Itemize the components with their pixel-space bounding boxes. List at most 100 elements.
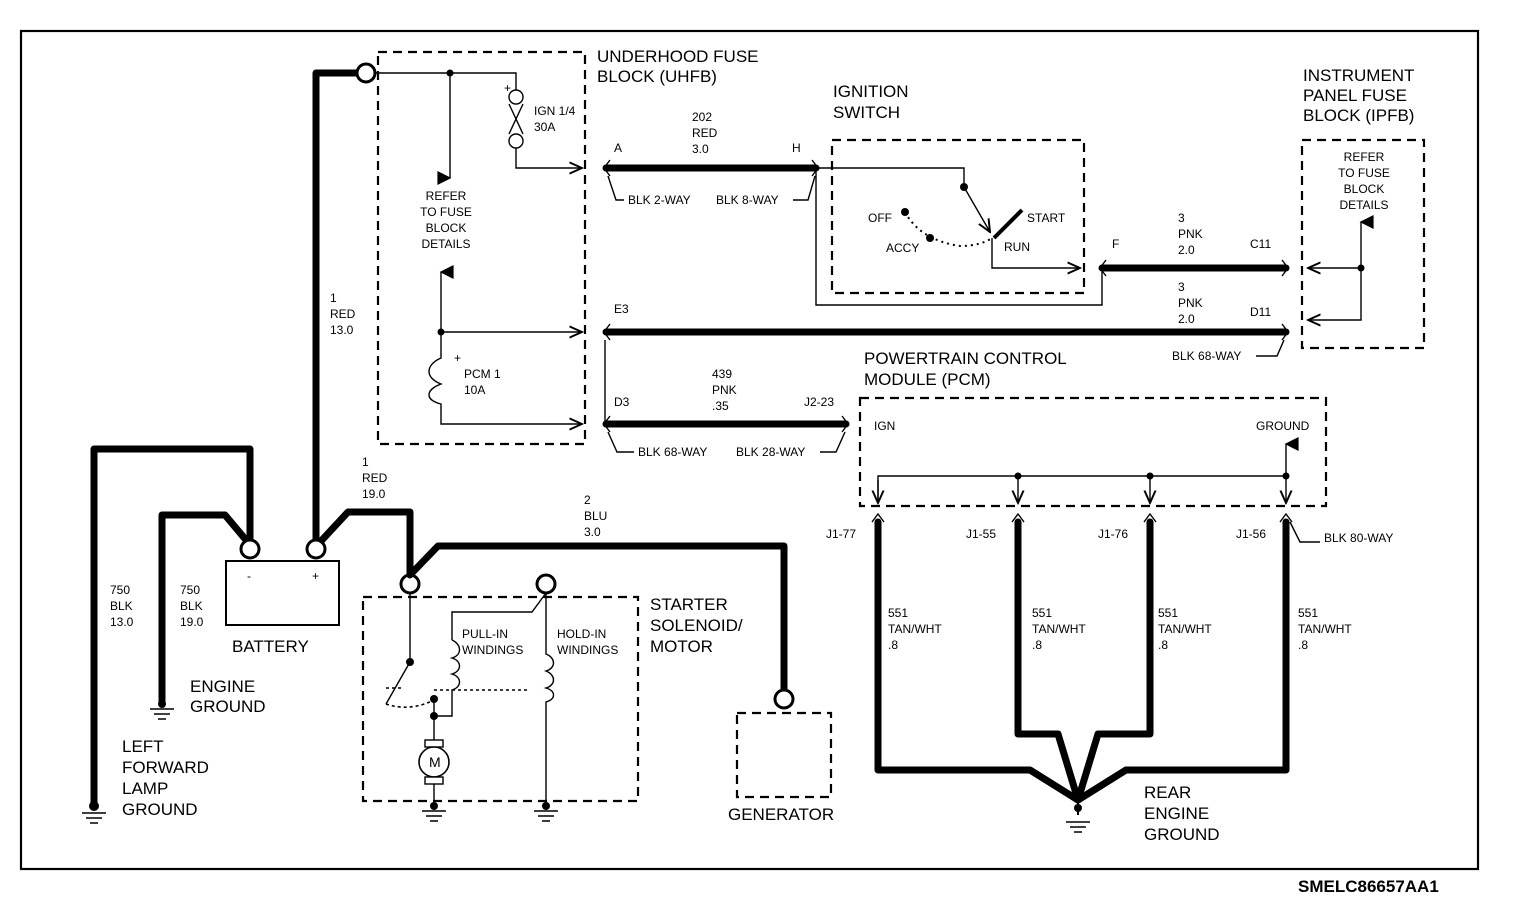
svg-text:DETAILS: DETAILS: [421, 237, 470, 251]
switch-start-contact: [992, 208, 1024, 240]
connector-blk-80way: BLK 80-WAY: [1324, 531, 1393, 545]
svg-text:PNK: PNK: [1178, 227, 1203, 241]
svg-text:551: 551: [1298, 606, 1318, 620]
switch-label-accy: ACCY: [886, 241, 919, 255]
switch-input: [816, 167, 965, 187]
generator-label: GENERATOR: [728, 805, 834, 824]
figure-code: SMELC86657AA1: [1298, 877, 1439, 896]
label-wire-2-blu: 2 BLU 3.0: [584, 493, 607, 539]
svg-text:3.0: 3.0: [584, 525, 601, 539]
switch-label-run: RUN: [1004, 240, 1030, 254]
svg-text:19.0: 19.0: [362, 487, 386, 501]
svg-text:BLK: BLK: [110, 599, 133, 613]
svg-text:RED: RED: [330, 307, 356, 321]
ign-fuse-output: [515, 148, 582, 168]
battery-symbol: [225, 560, 340, 626]
svg-text:551: 551: [1158, 606, 1178, 620]
starter-s-terminal: [535, 573, 557, 595]
battery-pos-sign: +: [312, 569, 319, 583]
svg-text:UNDERHOOD FUSE: UNDERHOOD FUSE: [597, 47, 759, 66]
label-wire-3-pnk-b: 3 PNK 2.0: [1178, 280, 1203, 326]
svg-text:STARTER: STARTER: [650, 595, 728, 614]
svg-text:BLOCK: BLOCK: [426, 221, 467, 235]
switch-to-f: [815, 168, 1103, 306]
ipfb-d11-input: [1308, 268, 1362, 320]
uhfb-terminal: [355, 62, 377, 84]
starter-title: STARTER SOLENOID/ MOTOR: [650, 595, 743, 656]
wire-2-blu: [406, 542, 788, 694]
uhfb-title: UNDERHOOD FUSE BLOCK (UHFB): [597, 47, 759, 86]
wire-750-blk-13: [90, 445, 254, 809]
svg-text:2: 2: [584, 493, 591, 507]
pcm-ground-bus: [877, 475, 1286, 500]
pin-d11: D11: [1250, 305, 1271, 319]
label-wire-551-d: 551 TAN/WHT .8: [1298, 606, 1352, 652]
svg-text:REAR: REAR: [1144, 783, 1191, 802]
svg-text:INSTRUMENT: INSTRUMENT: [1303, 66, 1414, 85]
svg-text:551: 551: [888, 606, 908, 620]
pin-j1-55: J1-55: [966, 527, 996, 541]
label-wire-439: 439 PNK .35: [712, 367, 737, 413]
switch-run-output: [991, 238, 1080, 268]
svg-text:REFER: REFER: [1344, 150, 1385, 164]
engine-ground-label: ENGINE GROUND: [190, 677, 266, 716]
svg-text:GROUND: GROUND: [1144, 825, 1220, 844]
leader-blk-8way: [793, 175, 816, 201]
label-wire-1-red-19: 1 RED 19.0: [362, 455, 388, 501]
svg-text:202: 202: [692, 110, 712, 124]
engine-ground-symbol: [150, 700, 174, 720]
switch-accy-contact: [926, 234, 934, 242]
leader-blk-28way: [820, 431, 846, 453]
leader-blk-68way-left: [607, 431, 634, 453]
hold-in-coil: [543, 593, 555, 805]
ipfb-title: INSTRUMENT PANEL FUSE BLOCK (IPFB): [1303, 66, 1414, 125]
leader-blk-2way: [607, 175, 624, 201]
svg-text:1: 1: [330, 291, 337, 305]
rear-ground-symbol: [1066, 804, 1090, 833]
svg-text:PNK: PNK: [1178, 296, 1203, 310]
leader-blk-68way-right: [1256, 339, 1285, 357]
label-wire-551-c: 551 TAN/WHT .8: [1158, 606, 1212, 652]
connector-blk-68way-left: BLK 68-WAY: [638, 445, 707, 459]
svg-text:TO FUSE: TO FUSE: [420, 205, 472, 219]
svg-text:750: 750: [110, 583, 130, 597]
svg-text:19.0: 19.0: [180, 615, 204, 629]
svg-text:.8: .8: [1298, 638, 1308, 652]
pin-e3: E3: [614, 302, 629, 316]
svg-text:GROUND: GROUND: [122, 800, 198, 819]
hold-in-ground-symbol: [534, 802, 558, 822]
lamp-ground-label: LEFT FORWARD LAMP GROUND: [122, 737, 209, 819]
switch-label-off: OFF: [868, 211, 892, 225]
pull-in-label: PULL-IN WINDINGS: [462, 627, 523, 657]
svg-text:TAN/WHT: TAN/WHT: [1158, 622, 1212, 636]
solenoid-link: [386, 687, 530, 691]
connector-blk-28way: BLK 28-WAY: [736, 445, 805, 459]
svg-text:.35: .35: [712, 399, 729, 413]
pcm-ground-label: GROUND: [1256, 419, 1310, 433]
svg-text:+: +: [504, 81, 511, 95]
ignition-switch-box: [830, 138, 1086, 295]
svg-text:PCM 1: PCM 1: [464, 367, 501, 381]
wire-1-red-13: [312, 69, 369, 552]
pcm-box: [858, 396, 1328, 508]
ign-fuse-label: IGN 1/4 30A: [534, 104, 576, 134]
svg-text:WINDINGS: WINDINGS: [557, 643, 618, 657]
ipfb-refer-note: REFER TO FUSE BLOCK DETAILS: [1338, 150, 1390, 212]
connector-blk-8way: BLK 8-WAY: [716, 193, 779, 207]
svg-text:IGN 1/4: IGN 1/4: [534, 104, 576, 118]
solenoid-travel: [385, 699, 435, 708]
svg-text:3: 3: [1178, 211, 1185, 225]
svg-text:TO FUSE: TO FUSE: [1338, 166, 1390, 180]
pin-c11: C11: [1250, 237, 1271, 251]
label-wire-750-19: 750 BLK 19.0: [180, 583, 204, 629]
motor-ground-symbol: [422, 802, 446, 822]
svg-text:TAN/WHT: TAN/WHT: [1032, 622, 1086, 636]
svg-text:BLOCK: BLOCK: [1344, 182, 1385, 196]
wire-750-blk-19: [158, 511, 250, 706]
svg-text:SWITCH: SWITCH: [833, 103, 900, 122]
motor-label: M: [429, 754, 441, 770]
svg-text:POWERTRAIN CONTROL: POWERTRAIN CONTROL: [864, 349, 1067, 368]
pin-labels-202: A H: [614, 141, 801, 155]
svg-text:LEFT: LEFT: [122, 737, 164, 756]
switch-label-start: START: [1027, 211, 1066, 225]
